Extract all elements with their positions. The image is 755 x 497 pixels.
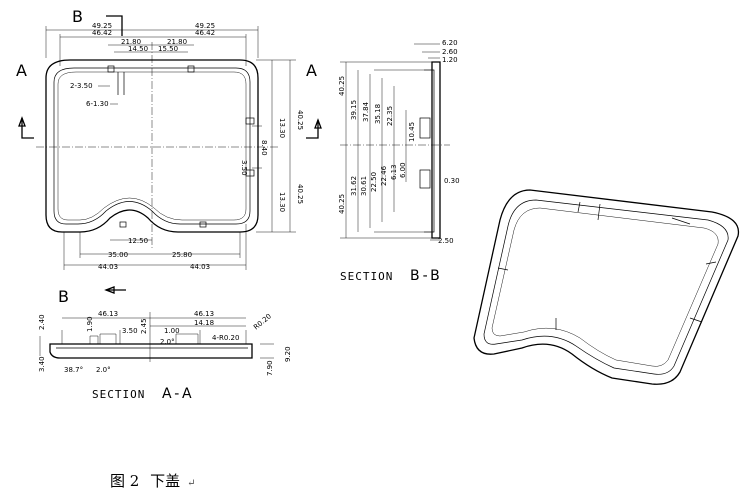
section-bb-label-letters: B-B: [410, 268, 443, 284]
top-view-inner-wall: [53, 67, 251, 225]
dim-aa: 2.40: [38, 314, 46, 330]
top-view-inner-rim: [57, 71, 247, 221]
section-bb-view: A 6.20 2.60 1.20 40.25 39.15 37.84 35.18…: [306, 39, 460, 284]
figure-title: 下盖: [150, 472, 181, 490]
dim-bb-left: 30.61: [360, 176, 368, 196]
dim-bb-inner: 10.45: [408, 122, 416, 142]
section-letter-a-right: A: [306, 61, 317, 80]
dim-aa: 7.90: [266, 360, 274, 376]
dim-aa: 38.7°: [64, 366, 83, 374]
dim-bottom: 12.50: [128, 237, 148, 245]
dim-aa: 46.13: [98, 310, 118, 318]
dim-aa: 4-R0.20: [212, 334, 239, 342]
dim-aa: 2.45: [140, 318, 148, 334]
dim-bb-left: 6.13: [390, 164, 398, 180]
figure-caption: 图 2 下盖 ↵: [110, 470, 202, 491]
section-aa-label-letters: A-A: [162, 386, 195, 402]
dim-aa: 1.00: [164, 327, 180, 335]
dim-top: 15.50: [158, 45, 178, 53]
dim-left: 2-3.50: [70, 82, 93, 90]
top-view-slot: [187, 65, 195, 73]
dim-aa: 14.18: [194, 319, 214, 327]
view-letter-b-top: B: [72, 7, 83, 26]
top-view-slot: [245, 169, 255, 177]
dim-aa: 2.0°: [160, 338, 175, 346]
dim-top: 46.42: [195, 29, 215, 37]
dim-bb-left: 31.62: [350, 176, 358, 196]
dim-bb-right: 0.30: [444, 177, 460, 185]
dim-aa: 46.13: [194, 310, 214, 318]
dim-top: 21.80: [167, 38, 187, 46]
dim-aa: R0.20: [252, 312, 273, 331]
section-b-arrow-top: [106, 15, 123, 36]
dim-right: 13.30: [278, 118, 286, 138]
dim-bottom: 44.03: [98, 263, 118, 271]
dim-bb-top: 2.60: [442, 48, 458, 56]
section-a-arrow-left: [21, 118, 34, 139]
top-view-slot: [245, 117, 255, 125]
dim-bb-top: 1.20: [442, 56, 458, 64]
section-bb-profile: [431, 61, 441, 239]
dim-left: 6-1.30: [86, 100, 109, 108]
top-view-slot: [199, 221, 207, 228]
dim-bottom: 25.80: [172, 251, 192, 259]
dim-bb-left: 22.46: [380, 165, 388, 186]
dim-top: 49.25: [195, 22, 215, 30]
section-aa-profile: [49, 343, 253, 359]
dim-bottom: 44.03: [190, 263, 210, 271]
dim-bb-left: 22.35: [386, 106, 394, 126]
dim-aa: 2.0°: [96, 366, 111, 374]
dim-bb-bottom: 2.50: [438, 237, 454, 245]
dim-right: 8.40: [260, 140, 268, 156]
dim-aa: 3.50: [122, 327, 138, 335]
top-view-outline: [45, 59, 259, 233]
isometric-inner-rim: [483, 199, 729, 375]
dim-bb-left: 6.00: [399, 162, 407, 178]
dim-bottom: 35.00: [108, 251, 128, 259]
section-bb-label-word: SECTION: [340, 270, 393, 283]
dim-bb-left: 22.50: [370, 172, 378, 192]
top-view-slot: [107, 65, 115, 73]
figure-label: 图 2: [110, 472, 140, 490]
dim-top: 46.42: [92, 29, 112, 37]
top-view-slot: [119, 221, 127, 228]
isometric-outer-rim: [473, 189, 740, 385]
section-aa-label-word: SECTION: [92, 388, 145, 401]
dim-bb-left: 40.25: [338, 194, 346, 214]
dim-right: 13.30: [278, 192, 286, 212]
section-aa-view: 46.13 46.13 2.45 3.50 1.90 1.00 14.18 4-…: [38, 310, 292, 402]
dim-right: 40.25: [296, 110, 304, 130]
dim-aa: 9.20: [284, 346, 292, 362]
dim-bb-left: 39.15: [350, 100, 358, 120]
dim-right: 3.50: [240, 160, 248, 176]
dim-bb-left: 37.84: [362, 101, 370, 122]
return-mark-icon: ↵: [187, 478, 196, 489]
dim-top: 14.50: [128, 45, 148, 53]
dim-bb-top: 6.20: [442, 39, 458, 47]
dim-aa: 3.40: [38, 356, 46, 372]
dim-right: 40.25: [296, 184, 304, 204]
view-letter-b-bottom: B: [58, 287, 69, 306]
dim-top: 21.80: [121, 38, 141, 46]
dim-aa: 1.90: [86, 316, 94, 332]
dim-bb-left: 35.18: [374, 104, 382, 124]
section-letter-a: A: [16, 61, 27, 80]
dim-top: 49.25: [92, 22, 112, 30]
dim-bb-left: 40.25: [338, 76, 346, 96]
isometric-view: [473, 189, 740, 385]
top-view: B B A 49.25 49.25 46.42 46.42 21.80 21.8…: [16, 7, 304, 306]
